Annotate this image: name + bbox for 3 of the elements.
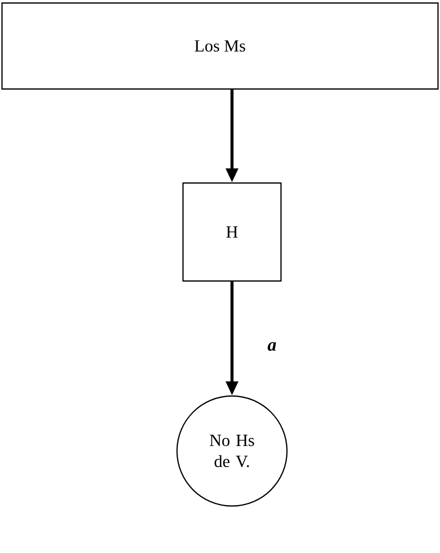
edge-label: a <box>268 342 276 351</box>
process-box: Los Ms <box>1 2 439 90</box>
process-box: H <box>182 182 282 282</box>
